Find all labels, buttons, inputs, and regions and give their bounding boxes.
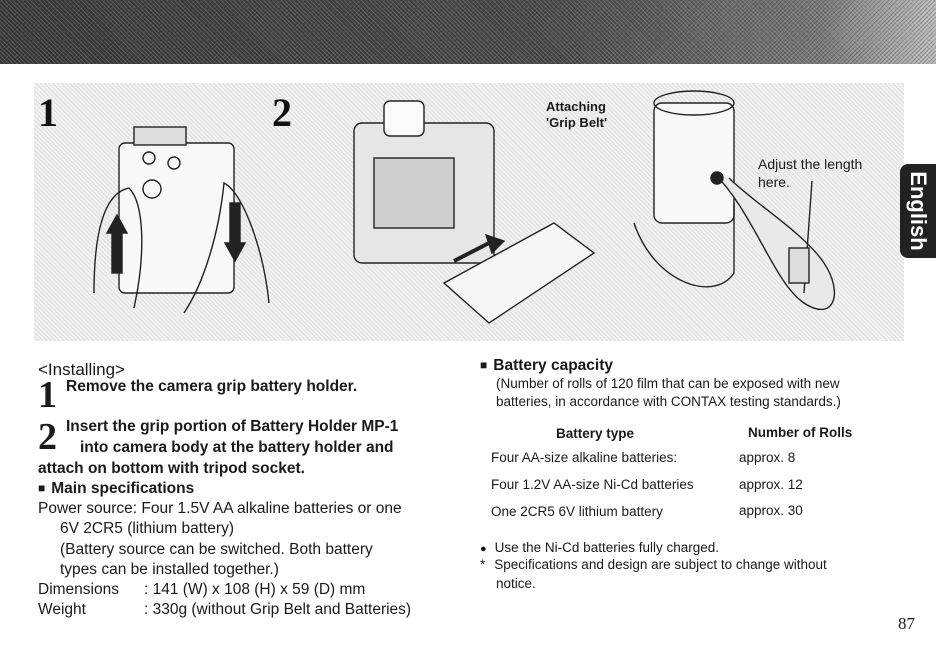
step2-line3: attach on bottom with tripod socket. bbox=[38, 460, 305, 477]
table-row-2-type: Four 1.2V AA-size Ni-Cd batteries bbox=[491, 477, 694, 492]
table-header-number-of-rolls: Number of Rolls bbox=[748, 425, 853, 440]
page-number: 87 bbox=[898, 614, 915, 633]
step1-figure-number: 1 bbox=[38, 90, 58, 135]
note2-line2: notice. bbox=[496, 576, 536, 591]
power-source-line2: 6V 2CR5 (lithium battery) bbox=[60, 520, 235, 537]
language-tab: English bbox=[900, 164, 936, 258]
step2-line2: into camera body at the battery holder a… bbox=[80, 439, 394, 456]
step2-number: 2 bbox=[38, 416, 57, 458]
battery-capacity-heading: Battery capacity bbox=[480, 357, 613, 375]
callout-attaching-line1: Attaching bbox=[546, 99, 606, 114]
callout-adjust-length: Adjust the length here. bbox=[758, 155, 862, 191]
camera-illustration: 1 2 Attaching 'Grip Belt' Adjust the len… bbox=[34, 83, 904, 341]
step2-figure-number: 2 bbox=[272, 90, 292, 135]
callout-adjust-line2: here. bbox=[758, 174, 790, 190]
camera-drawing bbox=[93, 90, 836, 324]
power-source-line3: (Battery source can be switched. Both ba… bbox=[60, 541, 373, 558]
note2-line1: Specifications and design are subject to… bbox=[494, 557, 827, 572]
table-row-3-rolls: approx. 30 bbox=[739, 503, 803, 518]
note-bullet-1: ● Use the Ni-Cd batteries fully charged. bbox=[480, 540, 719, 555]
table-row-3-type: One 2CR5 6V lithium battery bbox=[491, 504, 663, 519]
capacity-note-line2: batteries, in accordance with CONTAX tes… bbox=[496, 394, 841, 409]
note1-text: Use the Ni-Cd batteries fully charged. bbox=[494, 540, 720, 555]
power-source-line4: types can be installed together.) bbox=[60, 561, 279, 578]
dimensions-label: Dimensions bbox=[38, 581, 119, 598]
header-band bbox=[0, 0, 936, 64]
dimensions-value: : 141 (W) x 108 (H) x 59 (D) mm bbox=[144, 581, 366, 598]
main-specifications-heading: Main specifications bbox=[38, 480, 194, 498]
power-source-line1: Power source: Four 1.5V AA alkaline batt… bbox=[38, 500, 402, 517]
table-row-2-rolls: approx. 12 bbox=[739, 477, 803, 492]
bullet-icon: ● bbox=[480, 543, 487, 555]
table-row-1-type: Four AA-size alkaline batteries: bbox=[491, 450, 678, 465]
callout-attaching-line2: 'Grip Belt' bbox=[546, 115, 608, 130]
step1-text: Remove the camera grip battery holder. bbox=[66, 378, 358, 395]
installing-heading: <Installing> bbox=[38, 360, 125, 379]
capacity-note-line1: (Number of rolls of 120 film that can be… bbox=[496, 376, 840, 391]
weight-label: Weight bbox=[38, 601, 86, 618]
table-header-battery-type: Battery type bbox=[556, 426, 635, 441]
step2-line1: Insert the grip portion of Battery Holde… bbox=[66, 418, 399, 435]
step1-number: 1 bbox=[38, 374, 57, 416]
callout-attaching-grip-belt: Attaching 'Grip Belt' bbox=[546, 99, 607, 131]
callout-adjust-line1: Adjust the length bbox=[758, 156, 863, 172]
weight-value: : 330g (without Grip Belt and Batteries) bbox=[144, 601, 412, 618]
note-asterisk: * Specifications and design are subject t… bbox=[480, 557, 827, 572]
asterisk-icon: * bbox=[480, 557, 486, 572]
language-tab-label: English bbox=[906, 171, 931, 251]
table-row-1-rolls: approx. 8 bbox=[739, 450, 796, 465]
